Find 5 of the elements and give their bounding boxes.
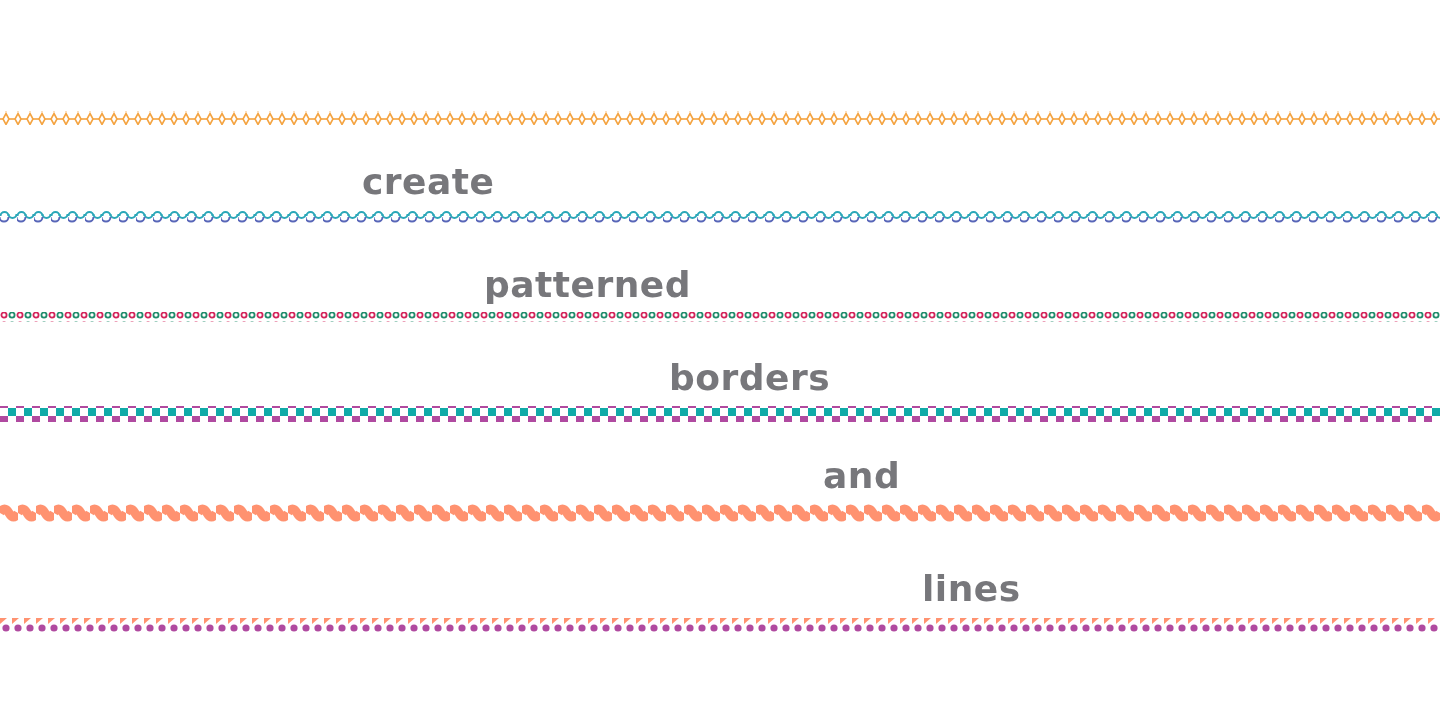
word-label: and <box>823 456 901 496</box>
word-label: lines <box>922 569 1021 609</box>
word-label: patterned <box>484 265 691 305</box>
word-label: borders <box>669 358 831 398</box>
word-label: create <box>362 162 495 202</box>
